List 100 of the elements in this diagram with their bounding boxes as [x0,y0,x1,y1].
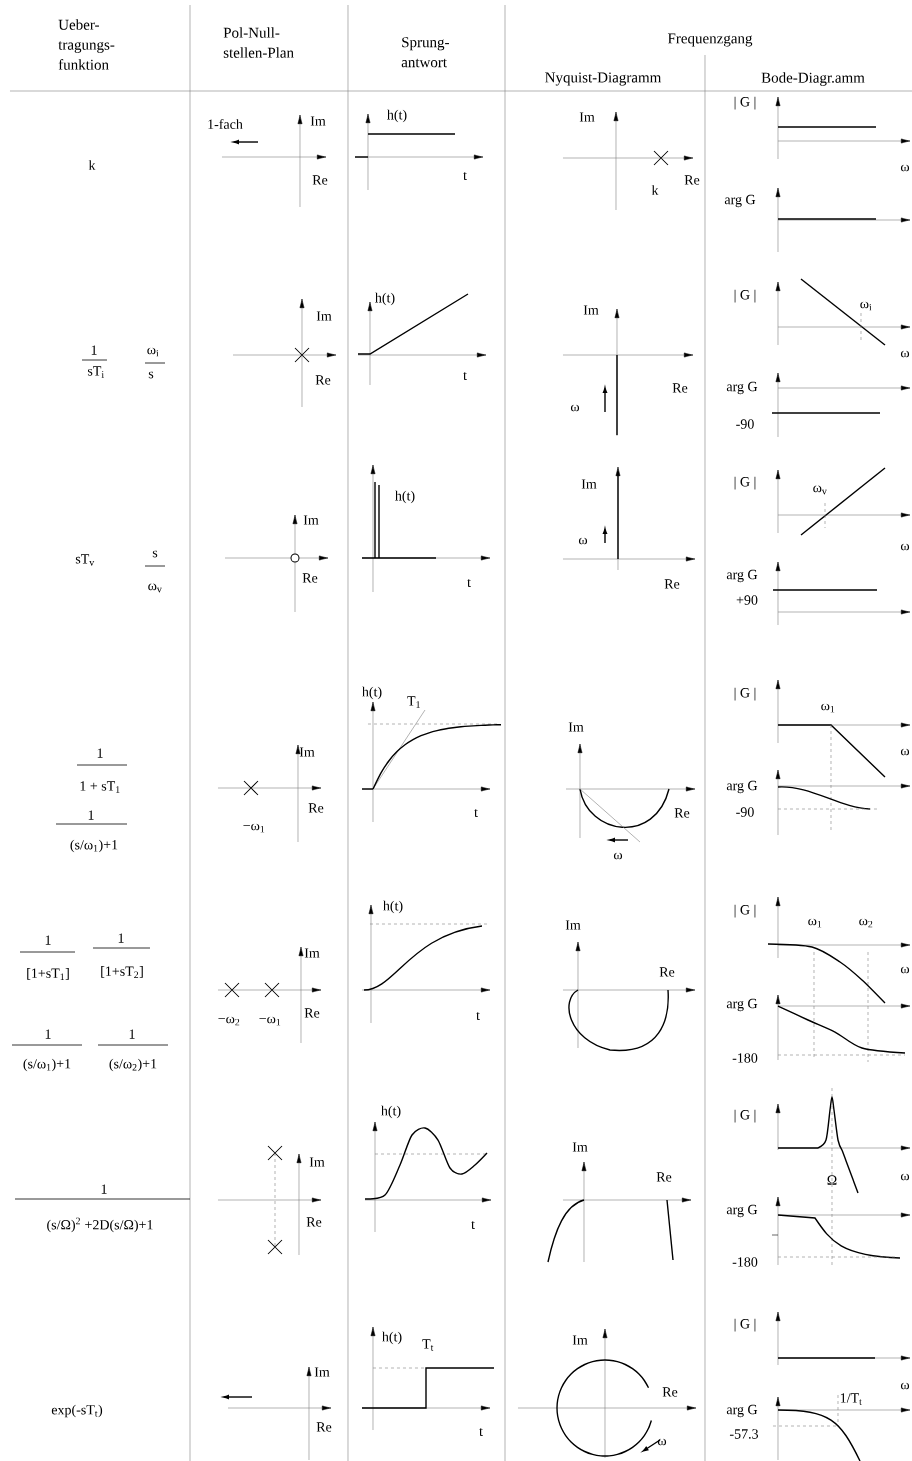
axis-label: Im [309,1157,325,1167]
axis-label: Re [308,803,324,813]
axis-label: Im [568,722,584,732]
value-label: T$_{1}$ [407,696,420,708]
axis-label: t [479,1428,483,1436]
formula-term: s [152,550,158,558]
axis-label: Re [302,573,318,583]
formula-term: sT$_{i}$ [87,366,104,378]
axis-label: Im [316,311,332,321]
axis-label: ω [578,537,588,545]
value-label: −ω$_{2}$ [218,1016,240,1026]
axis-label: t [463,372,467,380]
formula-term: s [148,371,154,379]
axis-label: Re [664,579,680,589]
value-label: -180 [732,1053,758,1063]
value-label: 1-fach [208,119,243,129]
axis-label: h(t) [381,1105,401,1119]
axis-label: t [467,579,471,587]
axis-label: ω [900,748,910,756]
axis-label: Re [306,1217,322,1227]
axis-label: ω [570,404,580,412]
axis-label: Im [304,948,320,958]
formula-term: ω$_{v}$ [148,583,162,593]
axis-label: h(t) [382,1331,402,1345]
formula-term: 1 [45,935,51,945]
value-label: -180 [732,1257,758,1267]
formula-term: [1+sT$_{1}$] [27,968,69,980]
formula-term: 1 [101,1184,107,1194]
axis-label: ω [613,852,623,860]
formula-term: (s/ω$_{1}$)+1 [23,1058,71,1072]
formula-term: 1 [91,345,97,355]
column-heading: Ueber- tragungs- funktion [58,19,115,70]
column-heading: Frequenzgang [667,33,753,47]
axis-label: arg G [726,1404,758,1418]
axis-label: Im [303,515,319,525]
value-label: Ω [827,1175,837,1185]
axis-label: t [474,809,478,817]
axis-label: | G | [734,1109,756,1123]
axis-label: | G | [734,687,756,701]
axis-label: Re [304,1008,320,1018]
axis-label: Im [583,305,599,315]
axis-label: Im [581,479,597,489]
axis-label: Re [674,808,690,818]
value-label: 1/T$_{t}$ [840,1393,862,1405]
value-label: -90 [736,419,754,429]
formula-term: 1 [118,933,124,943]
formula-term: (s/ω$_{2}$)+1 [109,1058,157,1072]
column-heading: Sprung- antwort [401,37,449,68]
axis-label: Re [662,1387,678,1397]
axis-label: arg G [724,194,756,208]
axis-label: ω [900,966,910,974]
axis-label: h(t) [362,686,382,700]
formula-term: (s/Ω)$^{2}$ +2D(s/Ω)+1 [47,1217,153,1233]
axis-label: | G | [734,904,756,918]
formula-term: 1 [88,810,94,820]
axis-label: arg G [726,1204,758,1218]
axis-label: | G | [734,96,756,110]
value-label: ω$_{v}$ [813,485,827,495]
axis-label: h(t) [375,292,395,306]
axis-label: Re [656,1172,672,1182]
axis-label: Im [565,920,581,930]
axis-label: Im [572,1335,588,1345]
formula-term: sT$_{v}$ [75,554,95,566]
value-label: ω$_{i}$ [860,301,872,311]
value-label: ω$_{1}$ [821,703,835,713]
value-label: −ω$_{1}$ [243,823,265,833]
axis-label: Re [659,967,675,977]
formula-term: 1 + sT$_{1}$ [80,781,120,793]
formula-term: exp(-sT$_{t}$) [51,1404,103,1418]
axis-label: Re [316,1422,332,1432]
value-label: k [651,185,659,195]
axis-label: t [471,1221,475,1229]
value-label: T$_{t}$ [422,1339,434,1351]
axis-label: h(t) [387,109,407,123]
axis-label: | G | [734,289,756,303]
axis-label: Re [315,375,331,385]
value-label: ω$_{2}$ [859,918,873,928]
axis-label: Im [310,116,326,126]
axis-label: Re [684,175,700,185]
column-heading: Nyquist-Diagramm [545,72,662,86]
value-label: -57.3 [729,1429,759,1439]
axis-label: arg G [726,569,758,583]
value-label: -90 [736,807,754,817]
axis-label: ω [900,164,910,172]
axis-label: Re [312,175,328,185]
axis-label: h(t) [383,900,403,914]
axis-label: ω [900,1382,910,1390]
formula-term: [1+sT$_{2}$] [101,966,143,978]
axis-label: arg G [726,780,758,794]
axis-label: t [476,1012,480,1020]
axis-label: Im [579,112,595,122]
axis-label: arg G [726,998,758,1012]
axis-label: Im [314,1367,330,1377]
axis-label: ω [900,350,910,358]
value-label: ω$_{1}$ [808,918,822,928]
axis-label: | G | [734,1318,756,1332]
axis-label: ω [657,1438,667,1446]
axis-label: t [463,172,467,180]
value-label: +90 [736,595,758,605]
column-heading: Bode-Diagr.amm [761,72,865,86]
